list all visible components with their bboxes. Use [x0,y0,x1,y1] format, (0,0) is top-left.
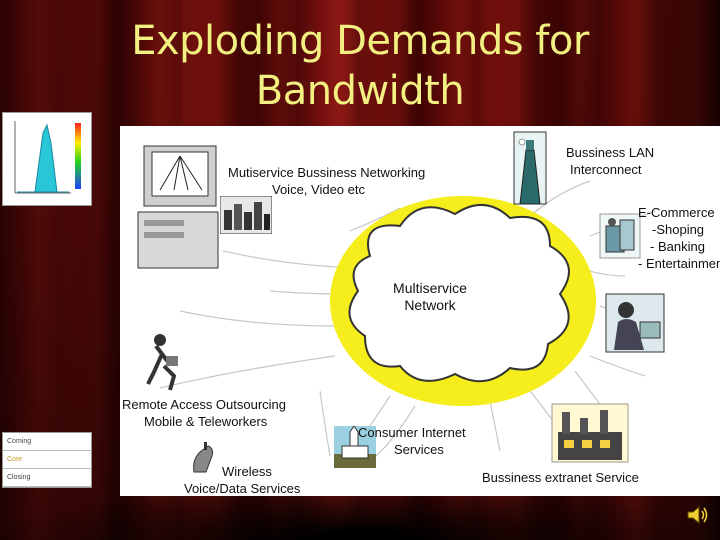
mutiservice-line-1: Mutiservice Bussiness Networking [228,165,426,180]
runner-icon [146,334,178,391]
center-line-2: Network [404,297,456,313]
consumer-label: Consumer Internet Services [358,424,466,458]
ecommerce-label: E-Commerce -Shoping - Banking - Entertai… [638,204,720,272]
wireless-line-2: Voice/Data Services [184,481,301,496]
lan-line-2: Interconnect [570,162,642,177]
cellphone-icon [193,442,213,473]
spectrum-chart-icon [14,121,81,194]
office-worker-icon [605,293,665,353]
skyscraper-icon [513,131,547,205]
diagram-panel: Mutiservice Bussiness Networking Voice, … [120,126,720,496]
center-label: Multiservice Network [360,280,500,314]
ecommerce-line-2: -Shoping [652,222,705,237]
thumbnail-list[interactable]: Coming Core Closing [2,432,92,488]
ecommerce-line-4: - Entertainment [638,256,720,271]
mutiservice-label: Mutiservice Bussiness Networking Voice, … [228,164,425,198]
factory-icon [551,403,629,463]
mutiservice-line-2: Voice, Video etc [272,182,365,197]
computer-icon [137,145,219,269]
shopping-icon [599,213,641,259]
consumer-line-2: Services [394,442,444,457]
consumer-line-1: Consumer Internet [358,425,466,440]
list-item[interactable]: Coming [3,433,91,451]
title-line-1: Exploding Demands for [131,18,589,64]
ecommerce-line-1: E-Commerce [638,205,715,220]
wireless-line-1: Wireless [222,464,272,479]
wireless-label: Wireless Voice/Data Services [184,463,300,496]
church-icon [334,426,376,468]
lan-line-1: Bussiness LAN [566,145,655,160]
remote-line-1: Remote Access Outsourcing [122,397,287,412]
ecommerce-line-3: - Banking [650,239,705,254]
remote-line-2: Mobile & Teleworkers [144,414,268,429]
speaker-icon[interactable] [686,504,710,526]
title-line-2: Bandwidth [255,68,465,114]
remote-label: Remote Access Outsourcing Mobile & Telew… [122,396,286,430]
chart-thumbnail[interactable] [2,112,92,206]
network-cloud [348,203,570,383]
city-image-icon [220,196,272,234]
list-item[interactable]: Closing [3,469,91,487]
lan-label: Bussiness LAN Interconnect [566,144,654,178]
extranet-line-1: Bussiness extranet Service [482,470,639,485]
extranet-label: Bussiness extranet Service [482,469,639,486]
slide-title: Exploding Demands for Bandwidth [90,16,630,116]
list-item[interactable]: Core [3,451,91,469]
center-line-1: Multiservice [393,280,467,296]
